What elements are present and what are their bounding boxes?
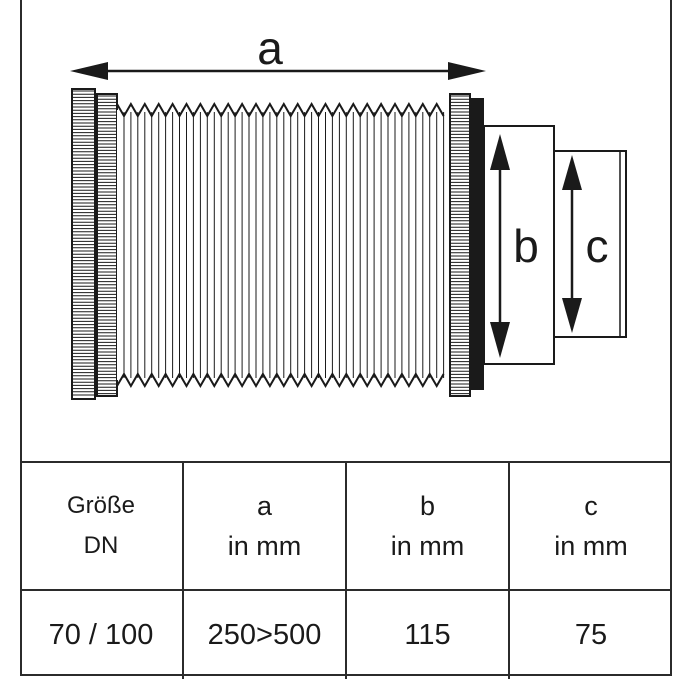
cell-a: 250>500 — [182, 589, 347, 679]
hose-ribs — [123, 112, 445, 378]
header-size-line2: DN — [83, 532, 119, 559]
dimension-c-arrow — [562, 155, 582, 333]
left-coupling — [71, 88, 118, 400]
header-c: c in mm — [508, 461, 672, 591]
dimension-c-label: c — [586, 220, 609, 272]
header-a: a in mm — [182, 461, 347, 591]
dimension-a-label: a — [257, 22, 283, 74]
header-a-line1: a — [256, 491, 273, 521]
table-row: 70 / 100 250>500 115 75 — [20, 589, 672, 679]
left-knurl — [72, 90, 117, 396]
header-size-line1: Größe — [66, 492, 135, 519]
cell-c: 75 — [508, 589, 672, 679]
header-b-line2: in mm — [390, 531, 465, 561]
dimension-b-label: b — [513, 220, 539, 272]
hose-diagram: a b c — [70, 22, 627, 400]
cell-size: 70 / 100 — [20, 589, 184, 679]
dimension-table: Größe DN a in mm b in mm c in mm 70 / 10… — [20, 461, 672, 679]
header-b: b in mm — [345, 461, 510, 591]
hose-body — [116, 101, 450, 389]
right-coupling — [449, 93, 484, 397]
table-header-row: Größe DN a in mm b in mm c in mm — [20, 461, 672, 591]
dimension-a-arrow — [70, 62, 486, 80]
right-knurl — [450, 95, 470, 395]
cell-b: 115 — [345, 589, 510, 679]
hose-bottom-edge — [116, 372, 445, 389]
header-c-line1: c — [584, 491, 598, 521]
hose-top-edge — [116, 101, 445, 118]
header-size: Größe DN — [20, 461, 184, 591]
header-b-line1: b — [419, 491, 436, 521]
header-c-line2: in mm — [554, 531, 628, 561]
header-a-line2: in mm — [227, 531, 302, 561]
dimension-b-arrow — [490, 134, 510, 358]
